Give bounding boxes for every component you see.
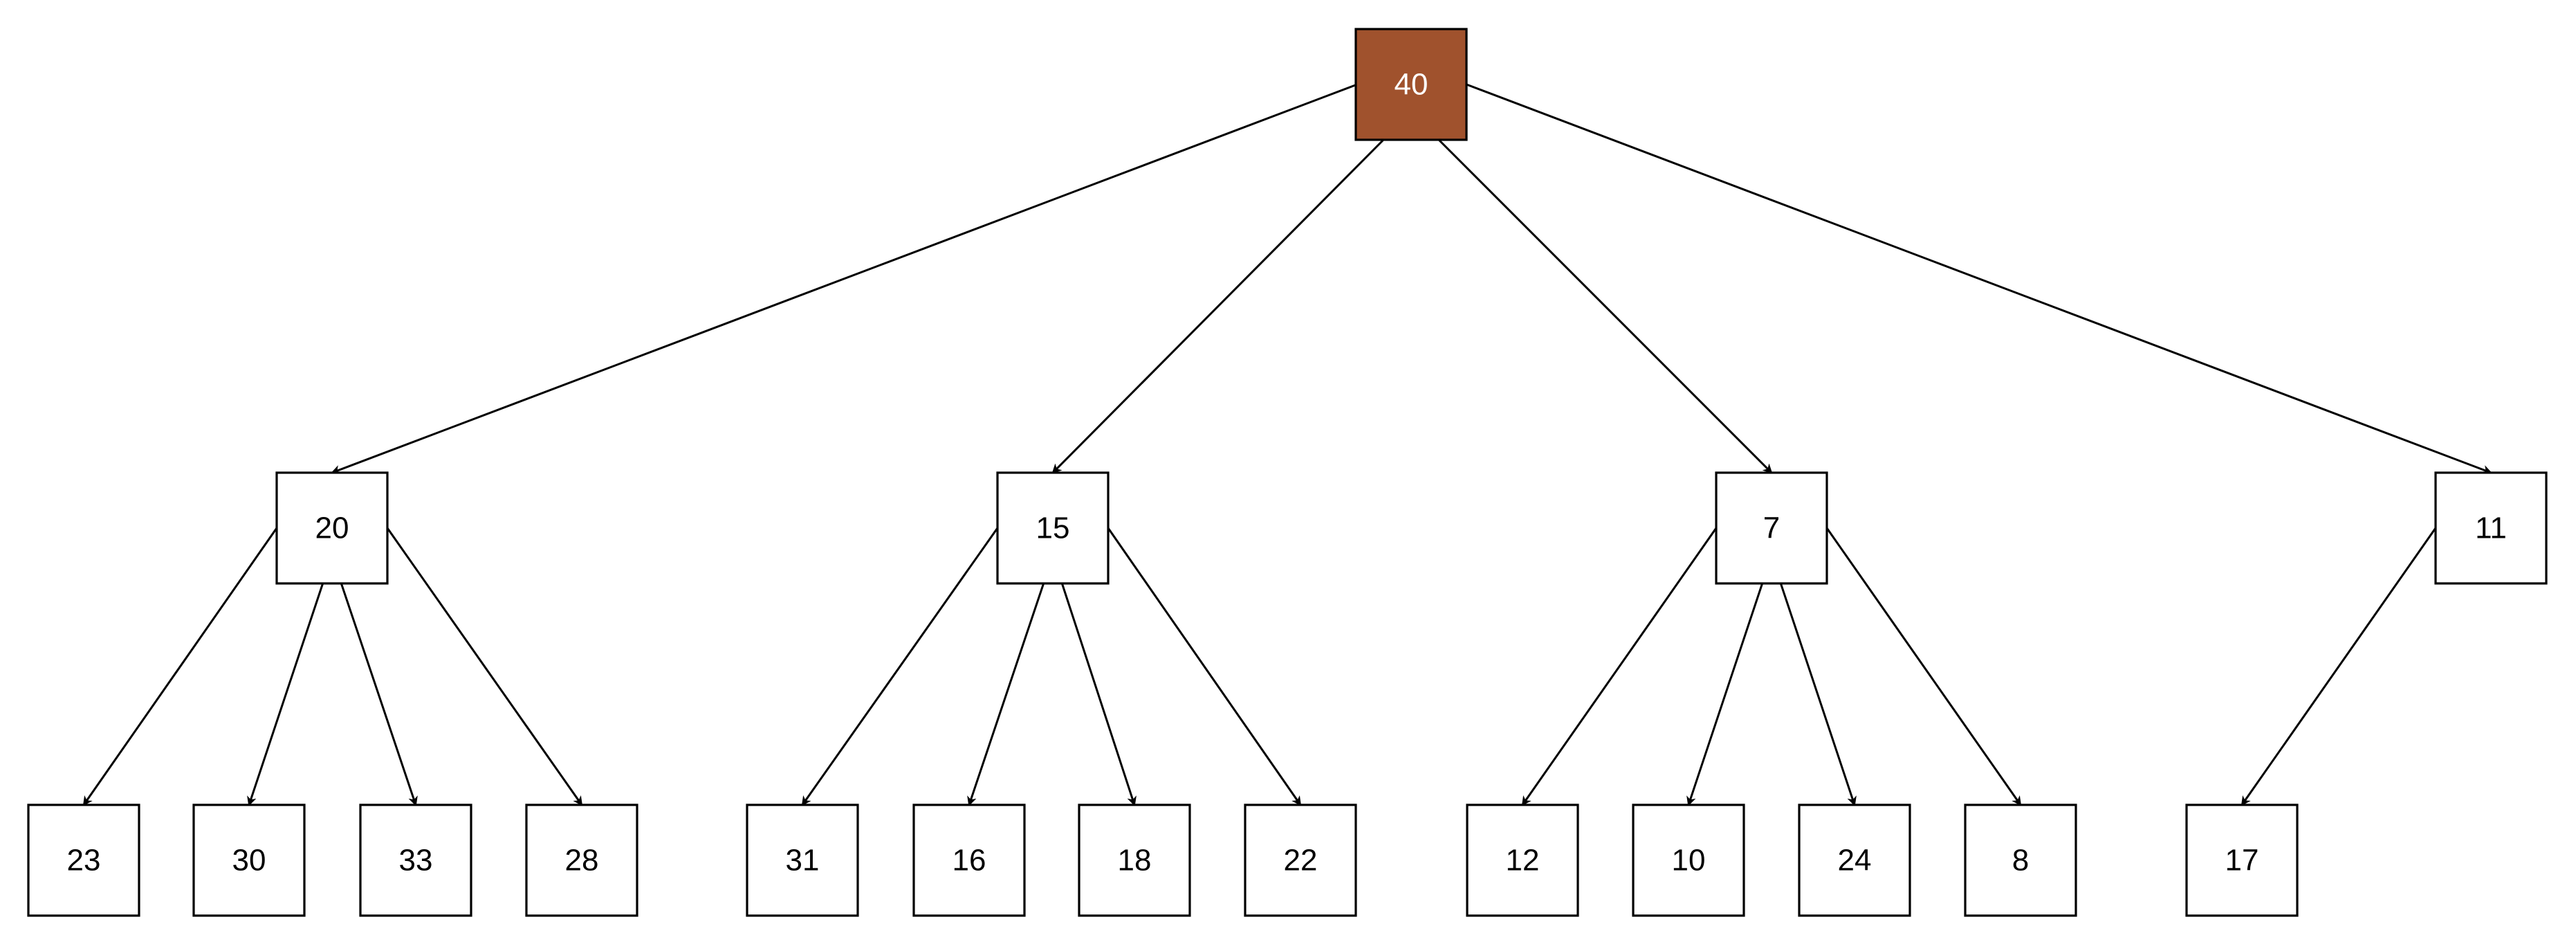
node-box [2185,804,2299,917]
node-label: 23 [67,844,101,878]
node-box [1632,804,1745,917]
node-box [2434,471,2548,585]
node-level1-7: 7 [1715,471,1828,585]
node-label: 12 [1506,844,1540,878]
edge-15-to-31 [801,527,999,806]
edges [82,83,2492,806]
node-leaf-22: 22 [1244,804,1357,917]
node-box [1354,28,1468,141]
node-label: 11 [2475,511,2507,545]
node-leaf-24: 24 [1798,804,1911,917]
node-label: 16 [953,844,986,878]
node-label: 7 [1763,511,1780,545]
node-leaf-10: 10 [1632,804,1745,917]
edge-7-to-10 [1686,583,1764,806]
edge-15-to-16 [967,583,1045,806]
edge-40-to-7 [1437,138,1773,474]
node-box [1078,804,1191,917]
node-leaf-31: 31 [746,804,859,917]
node-label: 33 [399,844,433,878]
node-label: 24 [1838,844,1872,878]
node-leaf-33: 33 [359,804,472,917]
node-box [1715,471,1828,585]
node-box [912,804,1026,917]
edge-40-to-15 [1051,138,1385,474]
edge-20-to-23 [82,527,278,806]
node-label: 31 [786,844,820,878]
node-label: 20 [315,511,349,545]
node-leaf-12: 12 [1466,804,1579,917]
node-box [192,804,306,917]
node-box [1244,804,1357,917]
node-box [359,804,472,917]
node-leaf-23: 23 [27,804,140,917]
node-box [275,471,389,585]
node-leaf-8: 8 [1964,804,2077,917]
node-box [1798,804,1911,917]
edge-15-to-22 [1107,527,1302,806]
edge-11-to-17 [2241,527,2437,806]
node-box [525,804,638,917]
node-leaf-18: 18 [1078,804,1191,917]
edge-7-to-24 [1779,583,1857,806]
node-label: 8 [2012,844,2029,878]
node-root-40: 40 [1354,28,1468,141]
node-box [746,804,859,917]
nodes: 40 20 23 30 33 28 15 31 16 18 22 7 12 10 24 8 11 17 [27,28,2548,917]
edge-20-to-28 [386,527,583,806]
edge-7-to-8 [1825,527,2022,806]
node-level1-15: 15 [996,471,1110,585]
node-label: 18 [1118,844,1152,878]
node-label: 15 [1036,511,1070,545]
node-label: 10 [1672,844,1706,878]
node-box [1466,804,1579,917]
node-box [27,804,140,917]
edge-20-to-33 [340,583,418,806]
node-box [996,471,1110,585]
edge-7-to-12 [1521,527,1718,806]
node-label: 17 [2225,844,2259,878]
node-leaf-16: 16 [912,804,1026,917]
edge-40-to-11 [1466,83,2492,475]
node-label: 40 [1395,68,1428,102]
node-box [1964,804,2077,917]
node-level1-20: 20 [275,471,389,585]
node-leaf-30: 30 [192,804,306,917]
node-label: 28 [565,844,599,878]
node-label: 22 [1284,844,1318,878]
node-label: 30 [232,844,266,878]
edge-20-to-30 [247,583,324,806]
node-leaf-17: 17 [2185,804,2299,917]
edge-15-to-18 [1060,583,1137,806]
edge-40-to-20 [331,83,1358,475]
node-leaf-28: 28 [525,804,638,917]
node-level1-11: 11 [2434,471,2548,585]
